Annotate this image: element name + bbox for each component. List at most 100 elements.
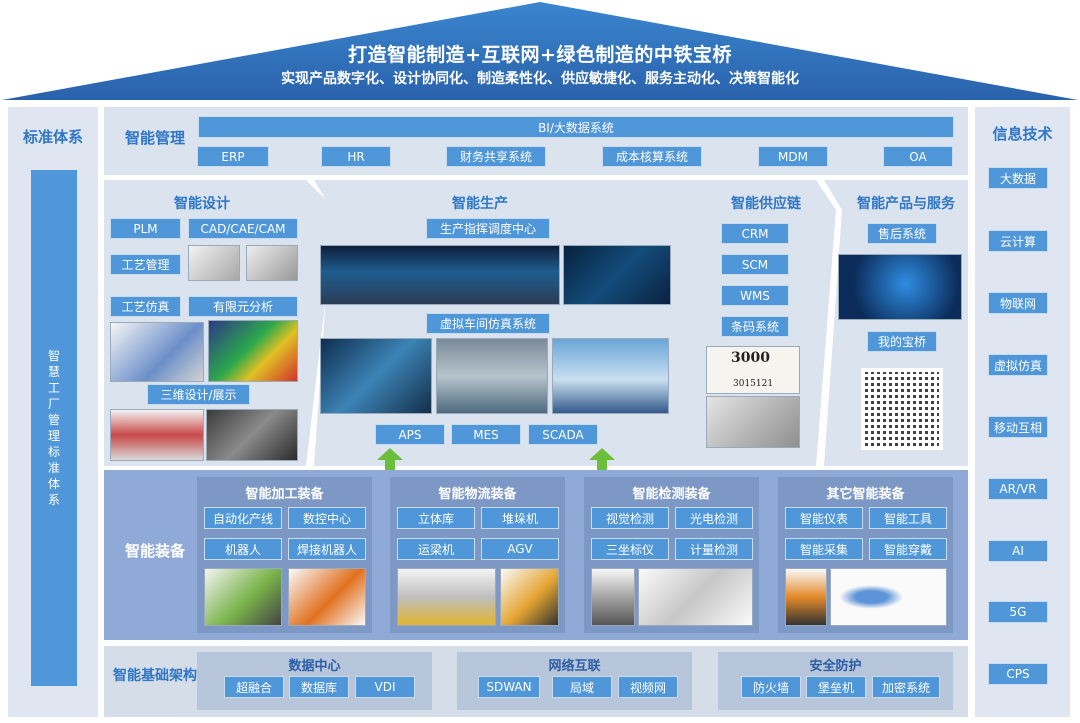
supply-title: 智能供应链 — [731, 196, 801, 212]
command-center: 生产指挥调度中心 — [426, 218, 550, 239]
machine-tool-image — [204, 568, 282, 626]
aftersale-system: 售后系统 — [867, 223, 937, 244]
design-plm: PLM — [110, 218, 181, 239]
service-title: 智能产品与服务 — [857, 196, 955, 212]
bi-system: BI/大数据系统 — [198, 116, 954, 138]
tech-item: AR/VR — [988, 478, 1048, 500]
bridge-3d-image — [110, 409, 204, 461]
barcode-label-number: 3000 — [731, 350, 770, 366]
meter-image — [785, 568, 827, 626]
infra-group-title: 安全防护 — [809, 659, 862, 674]
prod-item-mes: MES — [451, 424, 521, 445]
tech-item: 移动互相 — [988, 416, 1048, 438]
prod-item-aps: APS — [375, 424, 445, 445]
my-baoqiao: 我的宝桥 — [867, 331, 937, 352]
robot-image — [288, 568, 366, 626]
management-title: 智能管理 — [124, 129, 185, 147]
supply-item: SCM — [721, 254, 789, 275]
supply-item: WMS — [721, 285, 789, 306]
dashboard-image — [563, 245, 671, 305]
workshop-sim-image-1 — [320, 338, 432, 414]
equip-item: AGV — [481, 538, 559, 560]
design-craft: 工艺管理 — [110, 254, 181, 275]
tech-item: AI — [988, 540, 1048, 562]
equip-item: 三坐标仪 — [591, 538, 669, 560]
infra-item: 加密系统 — [872, 676, 940, 698]
infra-item: 数据库 — [289, 676, 349, 698]
standard-bar-label: 智慧工厂管理标准体系 — [47, 349, 60, 507]
fea-image — [208, 320, 298, 382]
production-title: 智能生产 — [452, 196, 508, 212]
right-title: 信息技术 — [992, 125, 1053, 143]
cmm-image — [591, 568, 635, 626]
tech-item: CPS — [988, 663, 1048, 685]
roof-shape — [2, 2, 1078, 100]
design-fea: 有限元分析 — [188, 296, 298, 317]
command-center-image — [320, 245, 560, 305]
equip-item: 计量检测 — [675, 538, 753, 560]
agv-image — [500, 568, 559, 626]
infra-item: VDI — [355, 676, 415, 698]
design-title: 智能设计 — [174, 196, 230, 212]
tech-item: 大数据 — [988, 167, 1048, 189]
equip-group-title: 智能检测装备 — [632, 487, 711, 502]
craft-sim-image — [110, 322, 204, 382]
infrastructure-title: 智能基础架构 — [113, 668, 197, 684]
mgmt-item: ERP — [197, 146, 269, 167]
workshop-sim-image-3 — [552, 338, 669, 414]
equip-item: 智能仪表 — [785, 507, 863, 529]
qr-code — [861, 368, 943, 450]
beam-carrier-image — [397, 568, 496, 626]
tech-item: 云计算 — [988, 230, 1048, 252]
design-3d: 三维设计/展示 — [147, 384, 250, 405]
standard-bar: 智慧工厂管理标准体系 — [31, 170, 77, 686]
left-title: 标准体系 — [22, 128, 83, 146]
mgmt-item: MDM — [758, 146, 828, 167]
tech-item: 5G — [988, 601, 1048, 623]
barcode-label-number2: 3015121 — [733, 379, 774, 389]
mgmt-item: HR — [321, 146, 391, 167]
equip-item: 自动化产线 — [204, 507, 282, 529]
infra-item: 防火墙 — [741, 676, 801, 698]
cad-image-1 — [188, 245, 240, 281]
tech-item: 物联网 — [988, 292, 1048, 314]
infra-item: 超融合 — [224, 676, 284, 698]
mgmt-item: 财务共享系统 — [446, 146, 546, 167]
design-cad: CAD/CAE/CAM — [188, 218, 298, 239]
cad-image-2 — [246, 245, 298, 281]
supply-item: 条码系统 — [721, 316, 789, 337]
barcode-label: 3000 3015121 — [706, 346, 800, 394]
tech-item: 虚拟仿真 — [988, 354, 1048, 376]
mgmt-item: OA — [883, 146, 953, 167]
equip-item: 视觉检测 — [591, 507, 669, 529]
design-craft-sim: 工艺仿真 — [110, 296, 181, 317]
equip-item: 智能穿戴 — [869, 538, 947, 560]
infra-item: 堡垒机 — [806, 676, 866, 698]
equip-item: 智能工具 — [869, 507, 947, 529]
prod-item-scada: SCADA — [528, 424, 598, 445]
equipment-title: 智能装备 — [124, 542, 185, 560]
workshop-sim-image-2 — [436, 338, 548, 414]
steel-3d-image — [206, 409, 298, 461]
infra-group-title: 网络互联 — [548, 659, 601, 674]
equip-item: 智能采集 — [785, 538, 863, 560]
smart-glasses-image — [830, 568, 947, 626]
infra-item: 局域 — [552, 676, 612, 698]
equip-item: 运梁机 — [397, 538, 475, 560]
nameplate-image — [706, 396, 800, 448]
equip-item: 堆垛机 — [481, 507, 559, 529]
infra-group-title: 数据中心 — [288, 659, 341, 674]
caliper-image — [638, 568, 753, 626]
virtual-workshop: 虚拟车间仿真系统 — [426, 313, 550, 334]
equip-group-title: 智能物流装备 — [438, 487, 517, 502]
equip-item: 立体库 — [397, 507, 475, 529]
equip-item: 焊接机器人 — [288, 538, 366, 560]
roof-subtitle: 实现产品数字化、设计协同化、制造柔性化、供应敏捷化、服务主动化、决策智能化 — [281, 71, 799, 87]
equip-group-title: 其它智能装备 — [826, 487, 905, 502]
equip-item: 光电检测 — [675, 507, 753, 529]
roof-title: 打造智能制造+互联网+绿色制造的中铁宝桥 — [348, 44, 732, 66]
right-column — [975, 107, 1070, 717]
infra-item: 视频网 — [618, 676, 678, 698]
infra-item: SDWAN — [478, 676, 540, 698]
